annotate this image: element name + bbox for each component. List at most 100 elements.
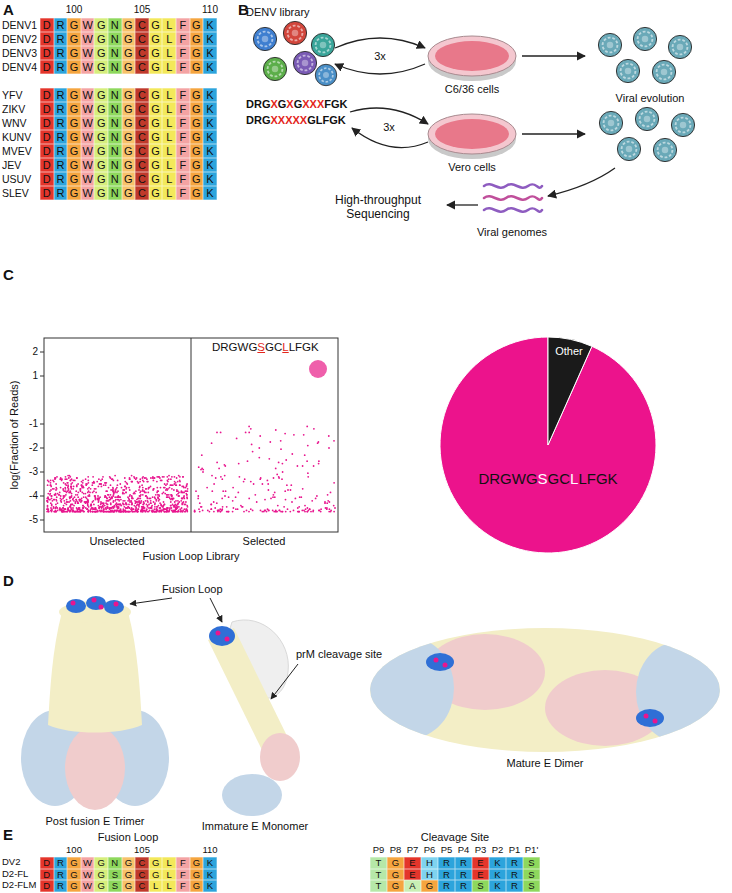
- data-point: [55, 483, 57, 485]
- data-point: [95, 499, 97, 501]
- residue-cell: G: [94, 60, 108, 74]
- data-point: [160, 507, 162, 509]
- data-point: [269, 441, 271, 443]
- data-point: [76, 486, 78, 488]
- data-point: [173, 511, 175, 513]
- residue-cell: W: [81, 158, 95, 172]
- residue-letter: G: [97, 146, 106, 157]
- data-point: [128, 511, 130, 513]
- residue-cell: G: [149, 130, 163, 144]
- residue-letter: G: [97, 132, 106, 143]
- residue-cell: G: [149, 144, 163, 158]
- data-point: [135, 501, 137, 503]
- residue-letter: S: [528, 858, 534, 868]
- data-point: [306, 460, 308, 462]
- immature-monomer: [222, 774, 282, 816]
- residue-letter: L: [166, 118, 172, 129]
- residue-cell: D: [40, 102, 54, 116]
- data-point: [170, 494, 172, 496]
- data-point: [184, 490, 186, 492]
- residue-cell: C: [135, 116, 149, 130]
- residue-letter: G: [70, 62, 79, 73]
- immature-monomer: [209, 626, 235, 646]
- data-point: [70, 486, 72, 488]
- data-point: [163, 492, 165, 494]
- data-point: [98, 478, 100, 480]
- residue-letter: K: [207, 881, 213, 891]
- data-point: [104, 505, 106, 507]
- data-point: [275, 429, 277, 431]
- data-point: [71, 511, 73, 513]
- residue-cell: G: [122, 869, 136, 881]
- data-point: [148, 487, 150, 489]
- data-point: [187, 490, 189, 492]
- residue-letter: G: [124, 146, 133, 157]
- data-point: [278, 476, 280, 478]
- data-point: [161, 505, 163, 507]
- data-point: [298, 506, 300, 508]
- data-point: [154, 477, 156, 479]
- data-point: [300, 496, 302, 498]
- residue-cell: F: [176, 869, 190, 881]
- residue-cell: T: [370, 880, 387, 892]
- data-point: [183, 495, 185, 497]
- data-point: [65, 508, 67, 510]
- data-point: [282, 511, 284, 513]
- data-point: [117, 496, 119, 498]
- data-point: [221, 498, 223, 500]
- sequence-segment: DRG: [246, 98, 270, 110]
- data-point: [98, 501, 100, 503]
- data-point: [318, 463, 320, 465]
- residue-letter: G: [97, 118, 106, 129]
- data-point: [320, 508, 322, 510]
- data-point: [46, 500, 48, 502]
- data-point: [167, 494, 169, 496]
- data-point: [305, 508, 307, 510]
- data-point: [209, 511, 211, 513]
- residue-letter: F: [179, 48, 186, 59]
- residue-letter: G: [151, 188, 160, 199]
- callout-label: Fusion Loop: [162, 583, 223, 596]
- data-point: [268, 510, 270, 512]
- residue-letter: F: [180, 870, 186, 880]
- data-point: [46, 500, 48, 502]
- data-point: [210, 508, 212, 510]
- data-point: [183, 486, 185, 488]
- data-point: [128, 487, 130, 489]
- data-point: [200, 506, 202, 508]
- data-point: [247, 460, 249, 462]
- post-fusion-trimer: [65, 726, 125, 810]
- residue-letter: D: [43, 870, 50, 880]
- post-fusion-trimer: [86, 596, 106, 610]
- residue-letter: D: [43, 34, 51, 45]
- data-point: [95, 511, 97, 513]
- data-point: [267, 480, 269, 482]
- data-point: [110, 477, 112, 479]
- residue-letter: R: [56, 132, 64, 143]
- residue-cell: F: [176, 130, 190, 144]
- residue-cell: F: [176, 18, 190, 32]
- residue-cell: R: [54, 88, 68, 102]
- data-point: [55, 499, 57, 501]
- residue-letter: F: [179, 20, 186, 31]
- virus-name: DENV4: [2, 61, 37, 73]
- pie-label: Other: [555, 345, 583, 358]
- data-point: [66, 499, 68, 501]
- data-point: [63, 490, 65, 492]
- virus-library: [283, 21, 306, 44]
- data-point: [82, 507, 84, 509]
- data-point: [313, 465, 315, 467]
- data-point: [268, 458, 270, 460]
- data-point: [88, 487, 90, 489]
- residue-letter: W: [82, 62, 92, 73]
- construct-name: DV2: [2, 857, 20, 868]
- data-point: [87, 511, 89, 513]
- data-point: [92, 511, 94, 513]
- residue-cell: G: [67, 116, 81, 130]
- data-point: [170, 505, 172, 507]
- data-point: [157, 494, 159, 496]
- residue-letter: R: [56, 160, 64, 171]
- data-point: [66, 501, 68, 503]
- virus-name: DENV2: [2, 33, 37, 45]
- data-point: [164, 511, 166, 513]
